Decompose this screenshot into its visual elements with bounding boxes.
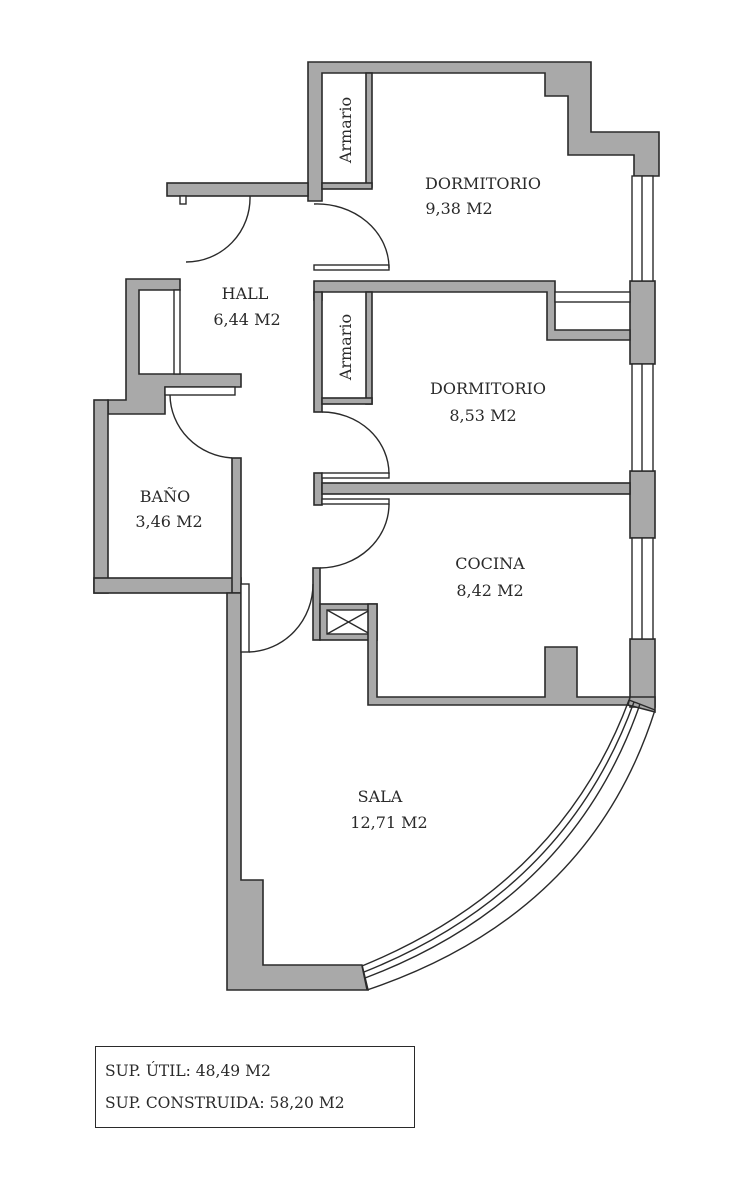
door-arc-dormitorio-1	[313, 203, 390, 269]
room-labels: DORMITORIO 9,38 M2 Armario HALL 6,44 M2 …	[135, 97, 546, 832]
wall-cocina-bottom	[367, 603, 631, 706]
wall-armario-2-bottom	[321, 397, 373, 405]
wall-bano-right	[231, 457, 242, 594]
door-arc-bano	[169, 394, 233, 459]
area-hall: 6,44 M2	[213, 310, 280, 329]
wall-bedroom-partition	[313, 280, 631, 341]
windows-right	[631, 175, 654, 640]
wall-armario-1	[365, 72, 373, 188]
label-dormitorio-2: DORMITORIO	[430, 379, 546, 398]
wall-bedroom-kitchen	[321, 482, 631, 495]
wall-top-bedroom	[307, 61, 660, 202]
surface-util: SUP. ÚTIL: 48,49 M2	[105, 1062, 271, 1080]
label-armario-1: Armario	[336, 97, 355, 164]
area-dormitorio-1: 9,38 M2	[425, 199, 492, 218]
wall-sala	[226, 592, 370, 991]
wall-cocina-left	[312, 567, 321, 641]
wall-armario-2-left	[313, 291, 323, 413]
wall-armario-1-bottom	[321, 182, 373, 190]
door-arc-entrance	[185, 195, 251, 263]
door-arc-sala	[248, 583, 314, 653]
door-arc-cocina	[319, 503, 390, 569]
curved-window	[361, 699, 656, 991]
walls	[93, 61, 660, 991]
doors	[169, 195, 390, 653]
label-armario-2: Armario	[336, 314, 355, 381]
wall-right-2	[629, 470, 656, 539]
label-hall: HALL	[222, 284, 269, 303]
wall-stub	[313, 472, 323, 506]
ledge	[554, 291, 631, 303]
area-sala: 12,71 M2	[350, 813, 427, 832]
wall-hall-top	[166, 182, 309, 197]
door-leaf-cocina	[321, 498, 390, 505]
door-leaf-bano	[164, 386, 236, 396]
door-leaf-dormitorio-2	[321, 472, 390, 479]
wall-right-1	[629, 280, 656, 365]
area-dormitorio-2: 8,53 M2	[449, 406, 516, 425]
wall-bano-bottom	[93, 577, 242, 594]
door-leaf-dormitorio-1	[313, 264, 390, 271]
label-sala: SALA	[358, 787, 403, 806]
label-dormitorio-1: DORMITORIO	[425, 174, 541, 193]
door-leaf-sala	[240, 583, 250, 653]
wall-bano-left	[93, 399, 109, 594]
surface-construida: SUP. CONSTRUIDA: 58,20 M2	[105, 1094, 345, 1112]
label-bano: BAÑO	[140, 486, 190, 506]
area-cocina: 8,42 M2	[456, 581, 523, 600]
label-cocina: COCINA	[455, 554, 525, 573]
wall-armario-2-right	[365, 291, 373, 405]
area-bano: 3,46 M2	[135, 512, 202, 531]
door-arc-dormitorio-2	[321, 411, 390, 475]
surface-summary-box: SUP. ÚTIL: 48,49 M2 SUP. CONSTRUIDA: 58,…	[95, 1046, 415, 1128]
